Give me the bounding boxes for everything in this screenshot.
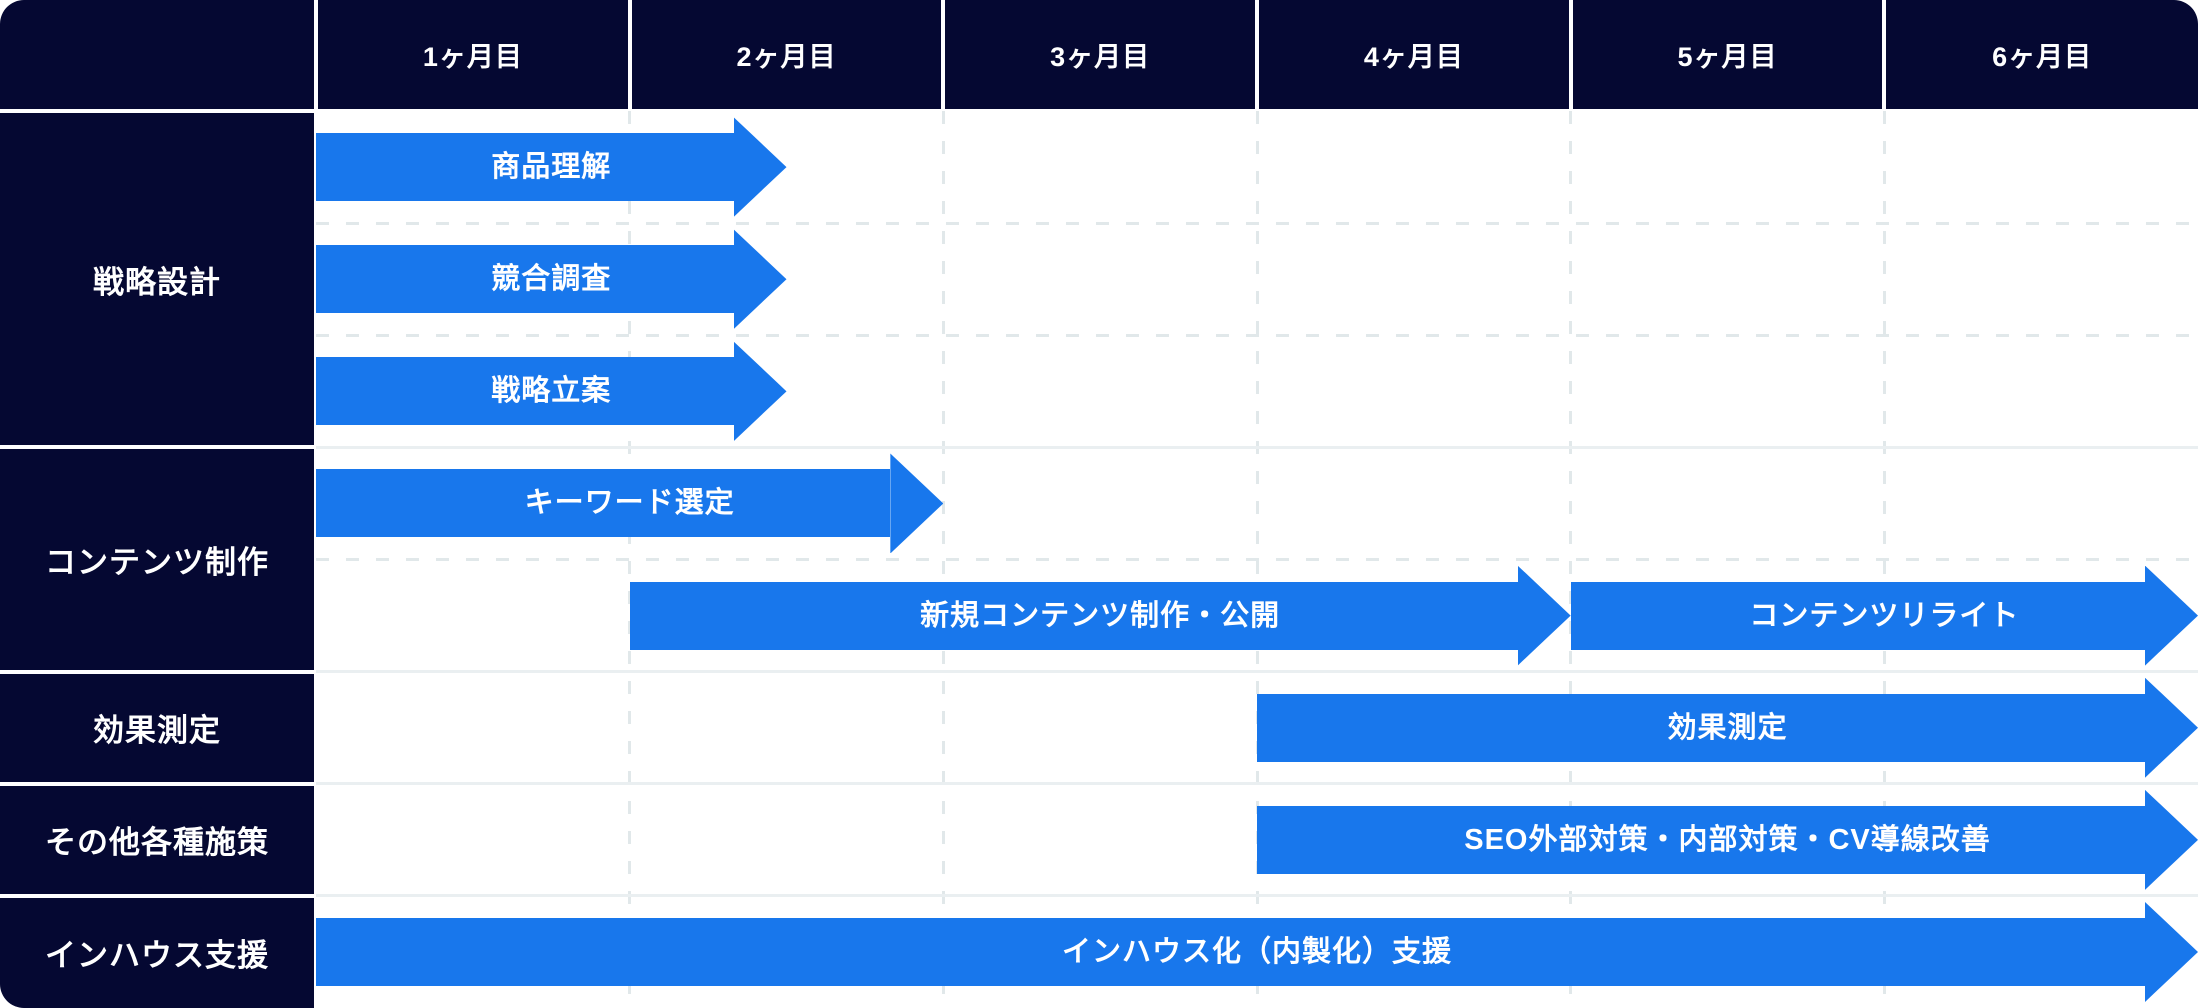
task-label: 商品理解 <box>491 151 612 183</box>
task-bar-body <box>316 469 891 538</box>
month-header-cell: 1ヶ月目 <box>318 0 628 109</box>
section-label-cell: インハウス支援 <box>0 897 314 1008</box>
section-divider-line <box>316 894 2198 898</box>
task-label: キーワード選定 <box>524 487 735 520</box>
task-bar-body <box>316 245 734 314</box>
task-bar-body <box>629 581 1518 650</box>
section-label-cell: コンテンツ制作 <box>0 449 314 670</box>
task-label: SEO外部対策・内部対策・CV導線改善 <box>1464 823 1991 856</box>
month-header-cell: 5ヶ月目 <box>1572 0 1883 109</box>
month-header-cell: 6ヶ月目 <box>1886 0 2198 109</box>
task-label: インハウス化（内製化）支援 <box>1061 935 1452 968</box>
section-divider-line <box>316 670 2198 674</box>
header-corner-cell <box>0 0 314 109</box>
row-gridline-dashed <box>316 558 2198 561</box>
task-bar-body <box>316 133 734 202</box>
task-label: 効果測定 <box>1667 711 1788 744</box>
section-label-cell: 戦略設計 <box>0 113 314 446</box>
task-bar-body <box>316 357 734 426</box>
row-gridline-dashed <box>316 333 2198 337</box>
row-gridline-dashed <box>316 221 2198 225</box>
section-divider-line <box>316 782 2198 786</box>
task-bar-body <box>316 917 2145 986</box>
month-header-cell: 4ヶ月目 <box>1259 0 1569 109</box>
task-label: コンテンツリライト <box>1749 599 2020 632</box>
task-bar-body <box>1257 805 2145 874</box>
section-divider-line <box>316 445 2198 449</box>
task-bar-body <box>1570 581 2145 650</box>
section-label-cell: 効果測定 <box>0 673 314 782</box>
month-header-cell: 2ヶ月目 <box>631 0 942 109</box>
task-label: 戦略立案 <box>491 375 612 408</box>
task-bar-body <box>1257 693 2145 762</box>
section-label-cell: その他各種施策 <box>0 785 314 894</box>
task-label: 新規コンテンツ制作・公開 <box>920 599 1281 632</box>
task-label: 競合調査 <box>491 263 612 296</box>
month-header-cell: 3ヶ月目 <box>945 0 1255 109</box>
